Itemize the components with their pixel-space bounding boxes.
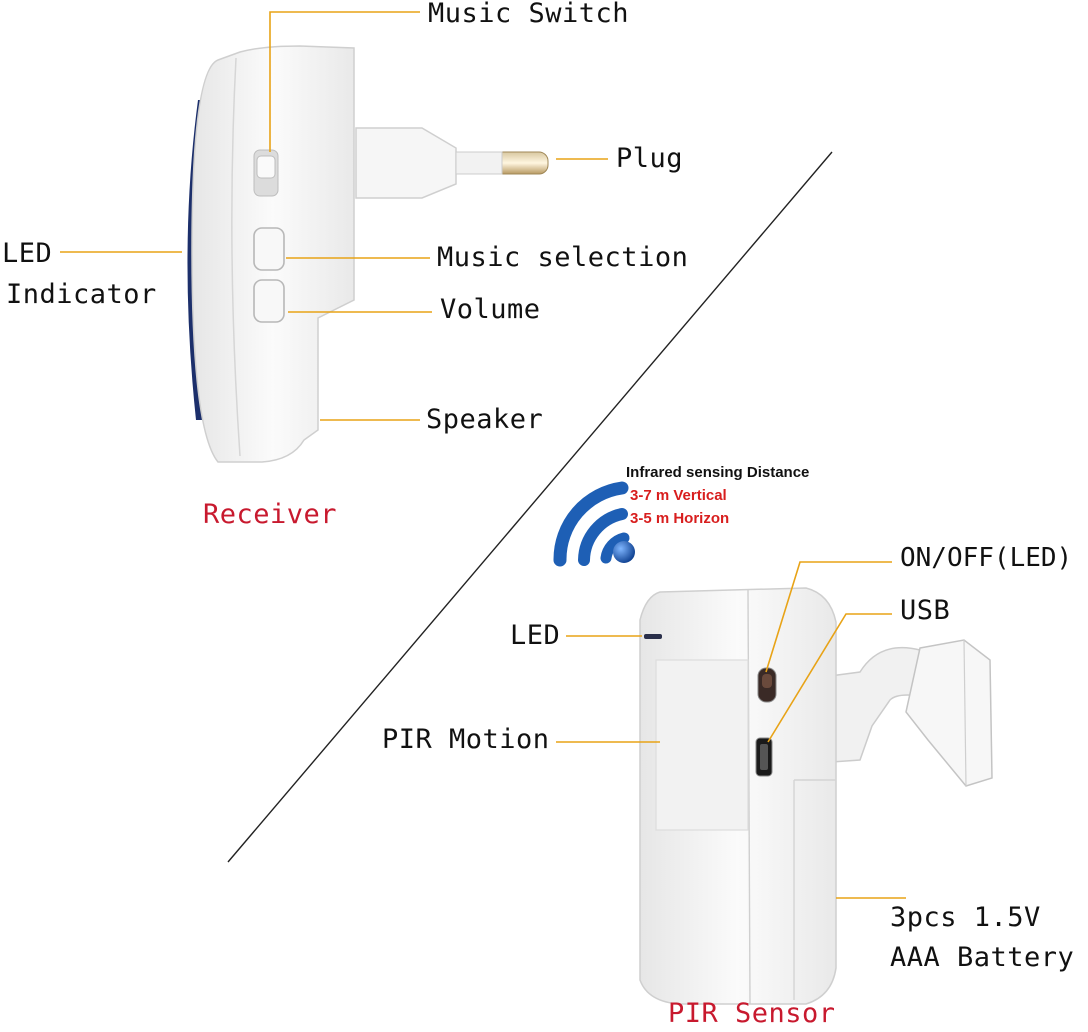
infrared-vertical: 3-7 m Vertical [630,487,727,504]
sensor-led [644,634,662,639]
wireless-signal-icon [553,481,635,567]
plug-label: Plug [616,143,684,174]
led-indicator-label-line1: LED [2,238,53,269]
music-switch-label: Music Switch [428,0,630,29]
speaker-label: Speaker [426,404,544,435]
pir-motion-label: PIR Motion [382,724,550,755]
battery-label-line1: 3pcs 1.5V [890,902,1041,933]
volume-button [253,279,285,323]
receiver-leader-lines [60,11,608,421]
led-indicator-label-line2: Indicator [6,279,157,310]
volume-label: Volume [440,294,541,325]
music-selection-label: Music selection [437,242,689,273]
music-selection-button [253,227,285,271]
pir-sensor-title: PIR Sensor [668,998,836,1029]
on-off-label: ON/OFF(LED) [900,543,1073,573]
sensor-leader-lines [556,561,906,899]
led-label: LED [510,620,561,651]
divider-line [227,151,833,863]
battery-label-line2: AAA Battery [890,942,1075,973]
infrared-heading: Infrared sensing Distance [626,464,810,481]
receiver-title: Receiver [203,499,338,530]
pir-sensor-device [639,587,993,1005]
usb-label: USB [900,595,951,626]
receiver-device [187,45,549,463]
infrared-horizon: 3-5 m Horizon [630,510,730,527]
